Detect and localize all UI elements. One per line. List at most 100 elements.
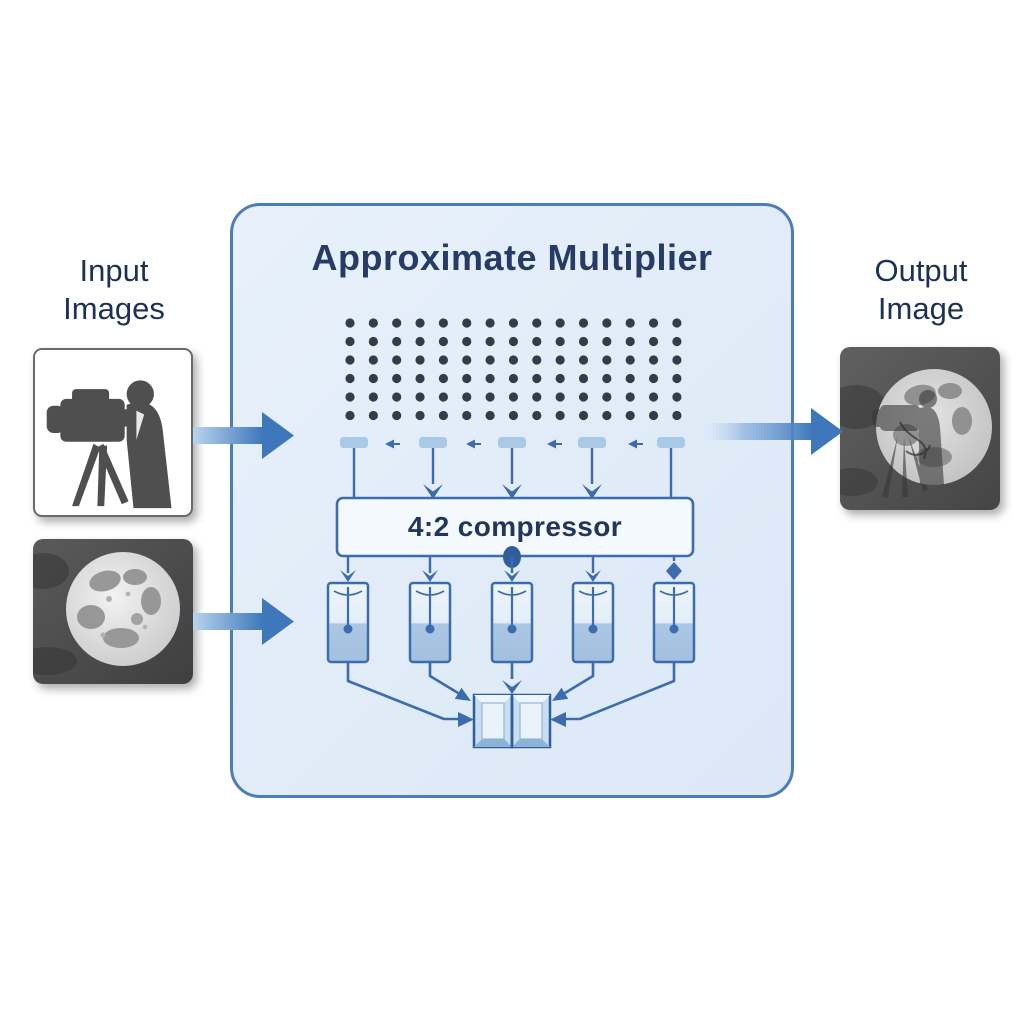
shift-left-arrow-icon bbox=[466, 439, 475, 449]
partial-product-dot bbox=[532, 355, 542, 365]
input-images-label: Input Images bbox=[19, 252, 209, 328]
partial-product-dot bbox=[345, 318, 355, 328]
arrowhead-down-icon bbox=[582, 484, 602, 499]
partial-product-dot bbox=[625, 392, 635, 402]
partial-product-dot bbox=[392, 318, 402, 328]
cameraman-silhouette bbox=[46, 380, 172, 509]
partial-product-dot bbox=[532, 336, 542, 347]
partial-product-dot bbox=[578, 318, 589, 328]
register-node bbox=[669, 624, 679, 634]
partial-product-dot bbox=[672, 318, 682, 328]
cameraman-shirt bbox=[136, 410, 145, 440]
partial-product-tab bbox=[340, 437, 368, 448]
partial-product-dot bbox=[485, 392, 495, 402]
adder-input-line bbox=[346, 663, 458, 721]
partial-product-dot bbox=[438, 336, 448, 347]
partial-product-dot bbox=[602, 373, 612, 384]
register-box bbox=[652, 581, 696, 664]
partial-product-dot bbox=[462, 318, 472, 328]
partial-product-dot bbox=[602, 336, 612, 347]
output-overlay-outline bbox=[899, 421, 931, 460]
partial-product-dot bbox=[625, 355, 635, 365]
partial-product-dot bbox=[462, 336, 472, 347]
partial-product-dot bbox=[602, 318, 612, 328]
register-box bbox=[408, 581, 452, 664]
partial-product-dot bbox=[602, 392, 612, 402]
moon-maria bbox=[77, 569, 161, 648]
partial-product-dot bbox=[485, 410, 495, 421]
arrowhead-right-icon bbox=[458, 712, 474, 727]
partial-product-dot bbox=[415, 318, 425, 328]
partial-product-dot bbox=[392, 392, 402, 402]
partial-product-dot bbox=[438, 410, 448, 421]
partial-product-dot bbox=[345, 355, 355, 365]
partial-product-dot bbox=[578, 355, 589, 365]
partial-product-dot bbox=[555, 336, 565, 347]
adder-input-line bbox=[428, 663, 464, 698]
arrowhead-right-icon bbox=[454, 687, 471, 701]
output-arrow bbox=[702, 408, 843, 455]
register-node bbox=[507, 624, 517, 634]
partial-product-dot bbox=[648, 336, 659, 347]
partial-product-dot bbox=[485, 373, 495, 384]
partial-product-dot bbox=[485, 336, 495, 347]
partial-product-dot bbox=[648, 373, 659, 384]
partial-product-dot bbox=[532, 373, 542, 384]
output-image-blended bbox=[840, 347, 1000, 510]
input-arrow-moon-body bbox=[193, 613, 263, 630]
partial-product-dot bbox=[625, 336, 635, 347]
partial-product-dot bbox=[345, 392, 355, 402]
partial-product-dot bbox=[368, 355, 378, 365]
adder-input-line bbox=[566, 663, 676, 721]
partial-product-dot bbox=[648, 355, 659, 365]
partial-product-dot bbox=[415, 392, 425, 402]
partial-product-dot bbox=[672, 355, 682, 365]
partial-product-dot bbox=[392, 336, 402, 347]
register-box bbox=[571, 581, 615, 664]
compressor-output-lines bbox=[340, 557, 682, 582]
partial-product-dot bbox=[555, 392, 565, 402]
partial-product-dot bbox=[625, 373, 635, 384]
adder-bevel-top bbox=[512, 695, 550, 703]
partial-product-tab bbox=[498, 437, 526, 448]
moon-craters bbox=[100, 591, 148, 638]
shift-left-arrow-icon bbox=[628, 439, 637, 449]
partial-product-dot bbox=[648, 410, 659, 421]
arrowhead-down-icon bbox=[585, 570, 601, 582]
partial-product-dot bbox=[508, 355, 519, 365]
partial-product-dot bbox=[625, 410, 635, 421]
partial-product-dot bbox=[578, 336, 589, 347]
partial-product-dot bbox=[508, 318, 519, 328]
arrowhead-down-icon bbox=[340, 570, 356, 582]
partial-product-dot bbox=[368, 336, 378, 347]
partial-product-dot bbox=[415, 373, 425, 384]
partial-product-dot bbox=[602, 355, 612, 365]
partial-product-tab bbox=[657, 437, 685, 448]
register-box bbox=[490, 581, 534, 664]
panel-title: Approximate Multiplier bbox=[311, 237, 713, 278]
adder-input-line bbox=[559, 663, 595, 698]
input-arrow-cameraman-body bbox=[193, 427, 263, 444]
partial-product-dot bbox=[345, 373, 355, 384]
partial-product-dot bbox=[392, 410, 402, 421]
partial-product-dot bbox=[532, 410, 542, 421]
partial-product-dot bbox=[415, 336, 425, 347]
compressor-input-lines bbox=[352, 448, 673, 499]
partial-product-dot bbox=[345, 410, 355, 421]
partial-product-dot bbox=[672, 336, 682, 347]
blended-output-illustration bbox=[840, 347, 1000, 510]
partial-product-dot bbox=[508, 410, 519, 421]
arrowhead-down-icon bbox=[423, 484, 443, 499]
partial-product-dot bbox=[415, 355, 425, 365]
partial-product-dot bbox=[555, 318, 565, 328]
input-arrow-cameraman-head bbox=[262, 412, 294, 459]
partial-product-dot bbox=[625, 318, 635, 328]
arrowhead-down-icon bbox=[504, 570, 520, 582]
partial-product-dot bbox=[462, 392, 472, 402]
partial-product-dot bbox=[438, 373, 448, 384]
partial-product-dot bbox=[462, 373, 472, 384]
input-image-moon bbox=[33, 539, 193, 684]
partial-product-dot bbox=[462, 355, 472, 365]
partial-product-tab bbox=[578, 437, 606, 448]
